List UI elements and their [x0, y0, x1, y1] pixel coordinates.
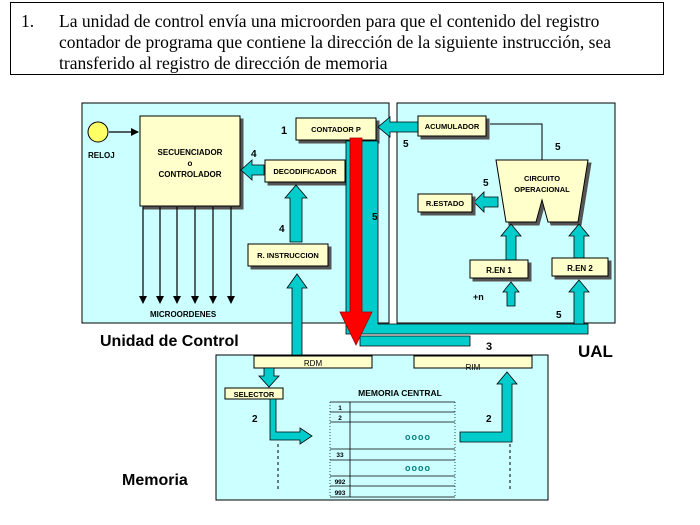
step-number: 1.: [21, 11, 35, 31]
operational-circuit-label-2: OPERACIONAL: [514, 185, 570, 194]
memory-grid: [330, 401, 455, 498]
step-label-mem-right: 2: [486, 414, 492, 425]
pc-to-mar-red-arrow: [339, 137, 373, 346]
bus-to-ir-arrow: [286, 273, 308, 356]
step-label-bus3: 3: [486, 341, 492, 353]
decoder-to-sequencer-arrow: [240, 159, 265, 181]
memory-address-1: 1: [338, 405, 342, 412]
step-label-vertical: 5: [372, 212, 378, 223]
alu-title: UAL: [578, 342, 613, 361]
ren2-to-op-arrow: [568, 223, 590, 261]
input-register-1-label: R.EN 1: [486, 266, 512, 275]
plus-n-label: +n: [473, 292, 484, 302]
status-register-label: R.ESTADO: [426, 199, 464, 208]
input-register-2-label: R.EN 2: [567, 264, 593, 273]
input-register-2-block: [551, 257, 609, 277]
instruction-register-block: [247, 243, 329, 267]
memory-grid-dotted-cols: [329, 402, 456, 497]
step-description: La unidad de control envía una microorde…: [59, 11, 612, 73]
memory-address-993: 993: [335, 490, 346, 497]
mar-label: RDM: [304, 359, 323, 368]
selector-block: [224, 387, 284, 400]
microorders-label: MICROORDENES: [150, 310, 217, 319]
instruction-step-box: 1. La unidad de control envía una microo…: [10, 2, 664, 75]
selector-to-memory-arrow: [269, 398, 313, 445]
sequencer-label-2: o: [188, 159, 193, 168]
accumulator-label: ACUMULADOR: [425, 122, 480, 131]
selector-label: SELECTOR: [234, 390, 275, 399]
ir-to-decoder-arrow: [284, 184, 308, 243]
memory-ellipsis-1: oooo: [405, 432, 431, 442]
decoder-label: DECODIFICADOR: [273, 167, 337, 176]
op-to-acc-line: [490, 123, 543, 170]
operational-circuit-block: [495, 159, 589, 223]
sequencer-label-3: CONTROLADOR: [158, 170, 221, 179]
memory-to-mbr-arrow: [459, 371, 518, 443]
decoder-block: [264, 159, 346, 183]
status-register-block: [417, 193, 473, 213]
clock-icon: [87, 121, 109, 143]
bus-to-rim: [359, 335, 471, 347]
clock-label: RELOJ: [88, 151, 115, 160]
step-label-bottom: 5: [556, 310, 562, 321]
mar-register: [253, 355, 373, 369]
memory-address-992: 992: [335, 479, 346, 486]
main-memory-label: MEMORIA CENTRAL: [358, 388, 442, 398]
step-label-mem-left: 2: [252, 414, 258, 425]
sequencer-label-1: SECUENCIADOR: [158, 148, 223, 157]
mar-to-selector-arrow: [258, 367, 280, 388]
ren1-to-op-arrow: [500, 223, 522, 261]
acc-to-pc-arrow: [377, 116, 419, 138]
input-register-1-block: [469, 259, 529, 279]
op-to-estado-arrow: [473, 191, 499, 213]
mbr-register: [413, 355, 533, 369]
memory-ellipsis-2: oooo: [405, 463, 431, 473]
memory-address-33: 33: [336, 452, 344, 459]
memory-title: Memoria: [122, 472, 188, 489]
microorder-arrows: [139, 207, 235, 304]
step-label-alu-left: 5: [403, 139, 409, 150]
step-label-alu-right: 5: [555, 142, 561, 153]
program-counter-block: [295, 117, 377, 141]
sequencer-block: [139, 115, 241, 207]
step-label-ri: 4: [279, 224, 285, 235]
control-unit-title: Unidad de Control: [100, 333, 239, 350]
step-label-pc: 1: [281, 125, 287, 137]
plus-n-arrow: [502, 281, 520, 307]
mbr-label: RIM: [466, 363, 481, 372]
bus-to-ren2-arrow: [568, 279, 590, 325]
accumulator-block: [417, 115, 487, 137]
step-label-dec: 4: [251, 149, 257, 160]
operational-circuit-label-1: CIRCUITO: [524, 174, 560, 183]
program-counter-label: CONTADOR P: [311, 125, 361, 134]
step-label-estado: 5: [483, 178, 489, 189]
instruction-register-label: R. INSTRUCCION: [257, 251, 319, 260]
memory-address-2: 2: [338, 415, 342, 422]
